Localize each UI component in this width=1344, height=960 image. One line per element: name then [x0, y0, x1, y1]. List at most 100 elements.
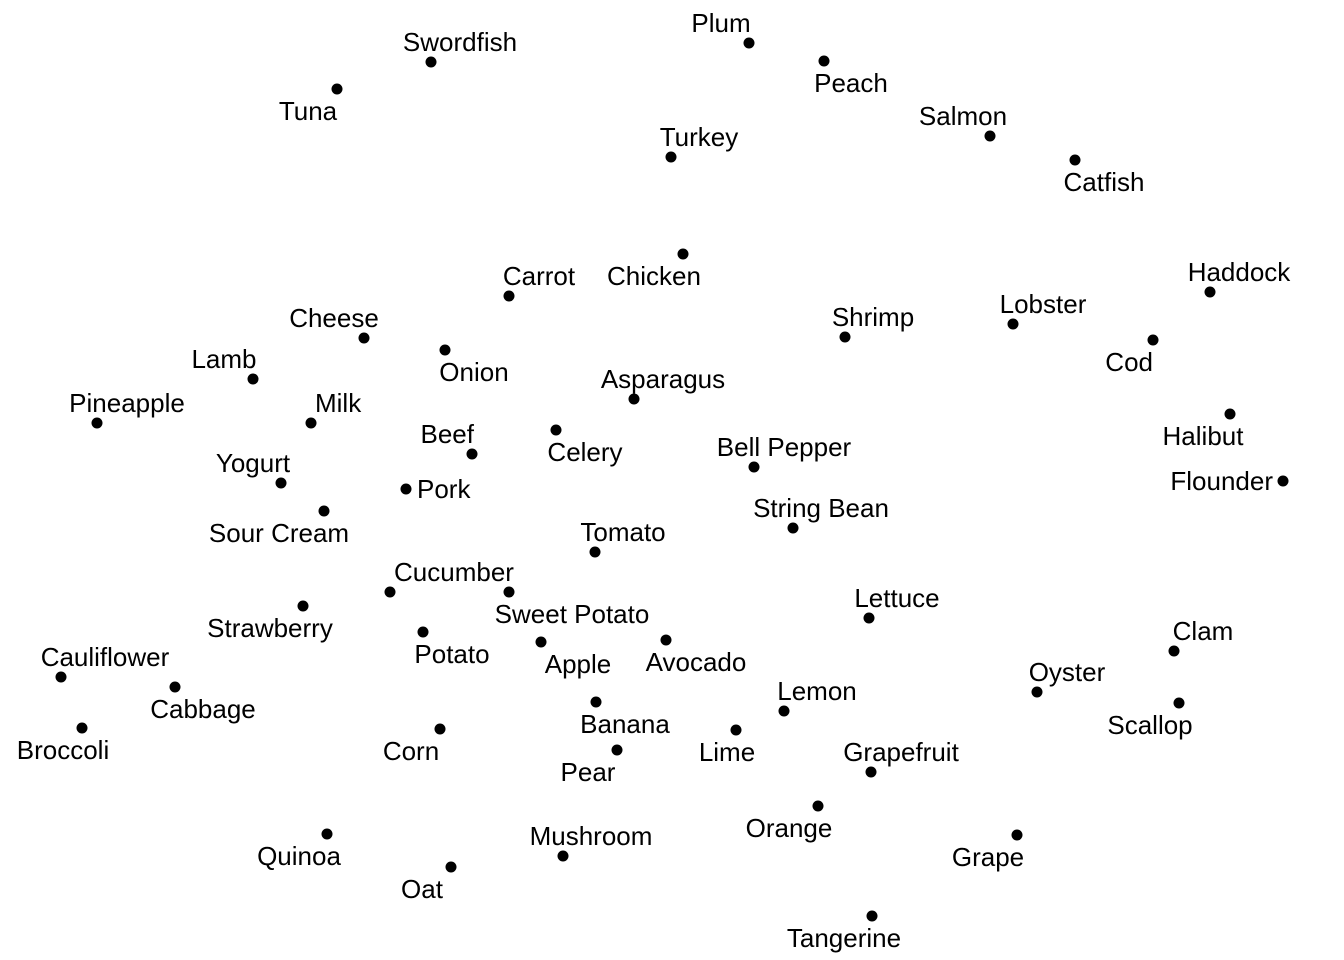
point-lettuce: Lettuce: [854, 583, 940, 624]
point-salmon: Salmon: [919, 101, 1007, 142]
point-milk: Milk: [305, 388, 362, 429]
point-corn: Corn: [383, 723, 446, 766]
point-label: Strawberry: [207, 613, 333, 643]
point-label: Avocado: [646, 647, 747, 677]
point-shrimp: Shrimp: [832, 302, 914, 343]
point-label: Yogurt: [216, 448, 291, 478]
point-scallop: Scallop: [1107, 697, 1193, 740]
point-label: Peach: [814, 68, 888, 98]
point-label: Cheese: [289, 303, 379, 333]
point-marker: [503, 290, 515, 302]
point-flounder: Flounder: [1170, 466, 1289, 496]
point-marker: [1173, 697, 1185, 709]
point-marker: [1277, 475, 1289, 487]
point-label: Pineapple: [69, 388, 185, 418]
point-marker: [400, 483, 412, 495]
point-strawberry: Strawberry: [207, 600, 333, 643]
point-label: Bell Pepper: [717, 432, 852, 462]
point-marker: [466, 448, 478, 460]
point-bell-pepper: Bell Pepper: [717, 432, 852, 473]
point-cheese: Cheese: [289, 303, 379, 344]
point-marker: [331, 83, 343, 95]
point-label: Pear: [561, 757, 616, 787]
point-marker: [434, 723, 446, 735]
point-marker: [305, 417, 317, 429]
point-label: Cod: [1105, 347, 1153, 377]
point-marker: [743, 37, 755, 49]
point-marker: [169, 681, 181, 693]
point-label: Scallop: [1107, 710, 1192, 740]
point-marker: [1224, 408, 1236, 420]
point-label: Plum: [691, 8, 750, 38]
point-label: Lemon: [777, 676, 857, 706]
point-potato: Potato: [414, 626, 490, 669]
point-carrot: Carrot: [503, 261, 576, 302]
point-label: Salmon: [919, 101, 1007, 131]
point-yogurt: Yogurt: [216, 448, 291, 489]
point-label: Apple: [545, 649, 612, 679]
point-marker: [417, 626, 429, 638]
point-marker: [787, 522, 799, 534]
point-marker: [503, 586, 515, 598]
point-marker: [866, 910, 878, 922]
point-lamb: Lamb: [191, 344, 259, 385]
point-oat: Oat: [401, 861, 457, 904]
point-marker: [535, 636, 547, 648]
point-orange: Orange: [746, 800, 832, 843]
point-marker: [748, 461, 760, 473]
point-label: Beef: [421, 419, 475, 449]
point-marker: [384, 586, 396, 598]
point-marker: [439, 344, 451, 356]
point-cauliflower: Cauliflower: [41, 642, 170, 683]
point-label: Celery: [547, 437, 622, 467]
point-oyster: Oyster: [1029, 657, 1106, 698]
point-marker: [839, 331, 851, 343]
point-haddock: Haddock: [1188, 257, 1291, 298]
point-apple: Apple: [535, 636, 612, 679]
point-marker: [1031, 686, 1043, 698]
point-quinoa: Quinoa: [257, 828, 341, 871]
point-label: Sour Cream: [209, 518, 349, 548]
point-tangerine: Tangerine: [787, 910, 901, 953]
point-marker: [628, 393, 640, 405]
point-label: Cabbage: [150, 694, 256, 724]
point-label: Lamb: [191, 344, 256, 374]
point-banana: Banana: [580, 696, 670, 739]
point-label: Clam: [1173, 616, 1234, 646]
point-marker: [1168, 645, 1180, 657]
point-chicken: Chicken: [607, 248, 701, 291]
point-label: Broccoli: [17, 735, 109, 765]
point-cod: Cod: [1105, 334, 1159, 377]
point-broccoli: Broccoli: [17, 722, 109, 765]
point-label: Tomato: [580, 517, 665, 547]
point-label: Grape: [952, 842, 1024, 872]
point-celery: Celery: [547, 424, 623, 467]
point-avocado: Avocado: [646, 634, 747, 677]
point-label: Tangerine: [787, 923, 901, 953]
point-onion: Onion: [439, 344, 509, 387]
point-label: Tuna: [279, 96, 338, 126]
point-marker: [55, 671, 67, 683]
point-string-bean: String Bean: [753, 493, 889, 534]
point-marker: [445, 861, 457, 873]
point-peach: Peach: [814, 55, 888, 98]
point-marker: [778, 705, 790, 717]
point-marker: [425, 56, 437, 68]
point-marker: [660, 634, 672, 646]
point-label: Carrot: [503, 261, 576, 291]
point-marker: [1011, 829, 1023, 841]
point-marker: [863, 612, 875, 624]
point-label: Swordfish: [403, 27, 517, 57]
point-tomato: Tomato: [580, 517, 666, 558]
point-mushroom: Mushroom: [530, 821, 652, 862]
point-marker: [318, 505, 330, 517]
point-marker: [984, 130, 996, 142]
point-label: Halibut: [1163, 421, 1245, 451]
point-marker: [590, 696, 602, 708]
point-marker: [91, 417, 103, 429]
point-asparagus: Asparagus: [601, 364, 725, 405]
point-marker: [730, 724, 742, 736]
point-marker: [275, 477, 287, 489]
point-marker: [557, 850, 569, 862]
